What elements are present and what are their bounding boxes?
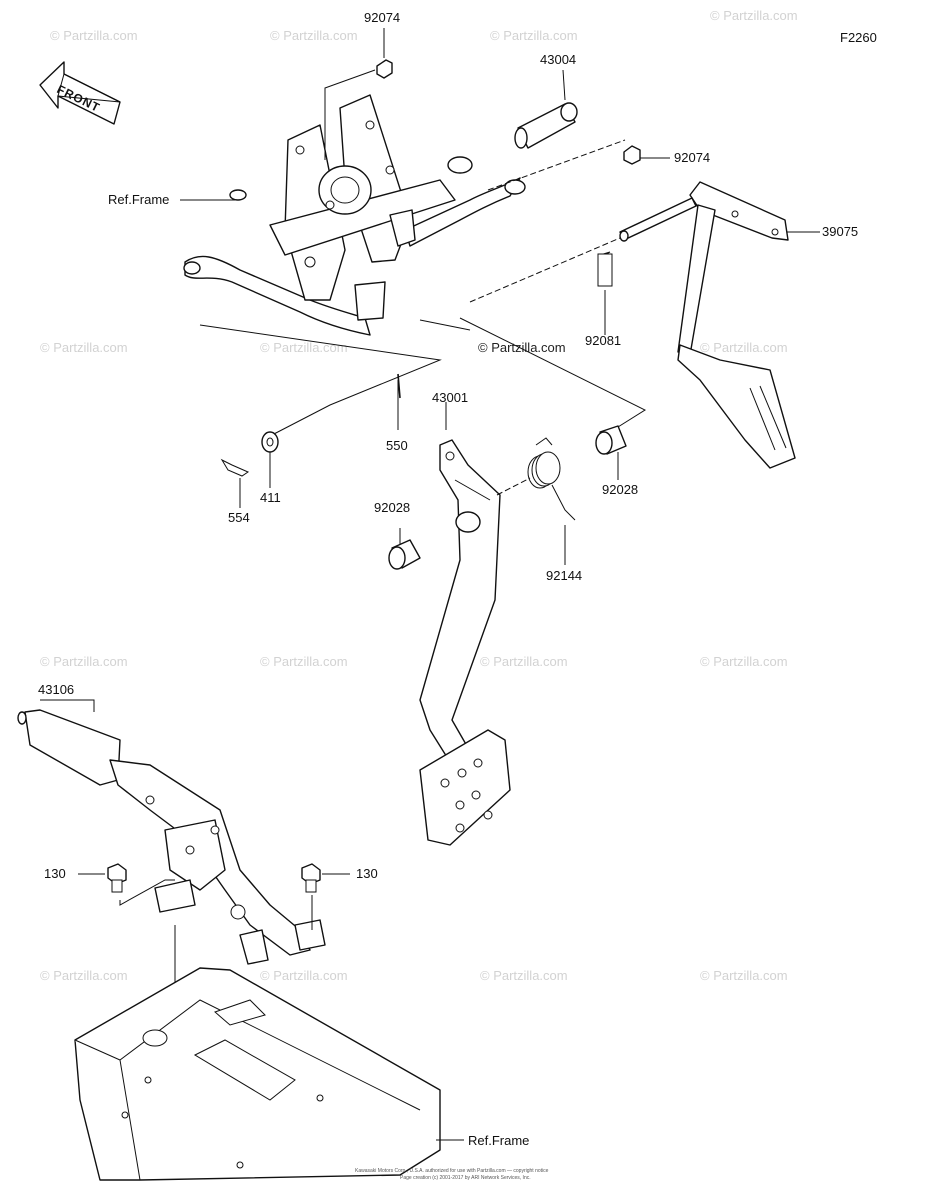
watermark: © Partzilla.com — [50, 28, 138, 43]
part-550-pin[interactable]: 550 — [386, 373, 408, 453]
watermark: © Partzilla.com — [700, 968, 788, 983]
part-130-bolt-left[interactable]: 130 — [44, 863, 175, 906]
watermark: © Partzilla.com — [710, 8, 798, 23]
watermark: © Partzilla.com — [480, 654, 568, 669]
part-label-411: 411 — [260, 490, 281, 505]
part-92074-nut-right[interactable]: 92074 — [623, 145, 710, 165]
part-label-92144: 92144 — [546, 568, 582, 583]
footer-line-1: Kawasaki Motors Corp., U.S.A. authorized… — [355, 1168, 549, 1174]
part-92028-bushing-left[interactable]: 92028 — [374, 500, 421, 570]
part-92028-bushing-right[interactable]: 92028 — [595, 425, 638, 497]
part-39075-accelerator-pedal[interactable]: 39075 — [619, 181, 858, 469]
lower-frame: Ref.Frame — [74, 967, 529, 1181]
watermark: © Partzilla.com — [260, 654, 348, 669]
part-label-92028: 92028 — [374, 500, 410, 515]
watermark: © Partzilla.com — [40, 968, 128, 983]
part-label-550: 550 — [386, 438, 408, 453]
part-label-43004: 43004 — [540, 52, 576, 67]
watermark: © Partzilla.com — [260, 968, 348, 983]
part-label-39075: 39075 — [822, 224, 858, 239]
watermark: © Partzilla.com — [260, 340, 348, 355]
part-label-130: 130 — [356, 866, 378, 881]
watermark-center: © Partzilla.com — [478, 340, 566, 355]
watermark: © Partzilla.com — [40, 654, 128, 669]
part-label-43001: 43001 — [432, 390, 468, 405]
part-label-92074: 92074 — [364, 10, 400, 25]
part-43106-parking-brake-lever[interactable]: 43106 — [17, 682, 326, 965]
part-label-43106: 43106 — [38, 682, 74, 697]
part-92144-torsion-spring[interactable]: 92144 — [496, 437, 582, 583]
watermark-grid: © Partzilla.com © Partzilla.com © Partzi… — [40, 8, 798, 983]
part-43004-pin[interactable]: 43004 — [514, 52, 578, 149]
watermark: © Partzilla.com — [490, 28, 578, 43]
part-label-554: 554 — [228, 510, 250, 525]
figure-code: F2260 — [840, 30, 877, 45]
footer-line-2: Page creation (c) 2001-2017 by ARI Netwo… — [400, 1175, 531, 1181]
watermark: © Partzilla.com — [480, 968, 568, 983]
part-label-92081: 92081 — [585, 333, 621, 348]
part-label-92074: 92074 — [674, 150, 710, 165]
part-130-bolt-right[interactable]: 130 — [301, 863, 378, 930]
leader-lines — [180, 69, 820, 436]
part-411-washer[interactable]: 411 — [260, 431, 281, 505]
part-label-92028: 92028 — [602, 482, 638, 497]
watermark: © Partzilla.com — [700, 654, 788, 669]
front-arrow-icon: FRONT — [39, 61, 121, 125]
watermark: © Partzilla.com — [270, 28, 358, 43]
part-43001-brake-pedal[interactable]: 43001 — [419, 390, 511, 846]
watermark: © Partzilla.com — [700, 340, 788, 355]
part-92081-spring[interactable]: 92081 — [585, 251, 621, 348]
ref-frame-label-bottom: Ref.Frame — [468, 1133, 529, 1148]
watermark: © Partzilla.com — [40, 340, 128, 355]
pedal-bracket-frame — [183, 94, 526, 336]
part-92074-nut-top[interactable]: 92074 — [364, 10, 400, 79]
part-554-clip[interactable]: 554 — [220, 458, 250, 525]
ref-frame-label-top: Ref.Frame — [108, 192, 169, 207]
part-label-130: 130 — [44, 866, 66, 881]
